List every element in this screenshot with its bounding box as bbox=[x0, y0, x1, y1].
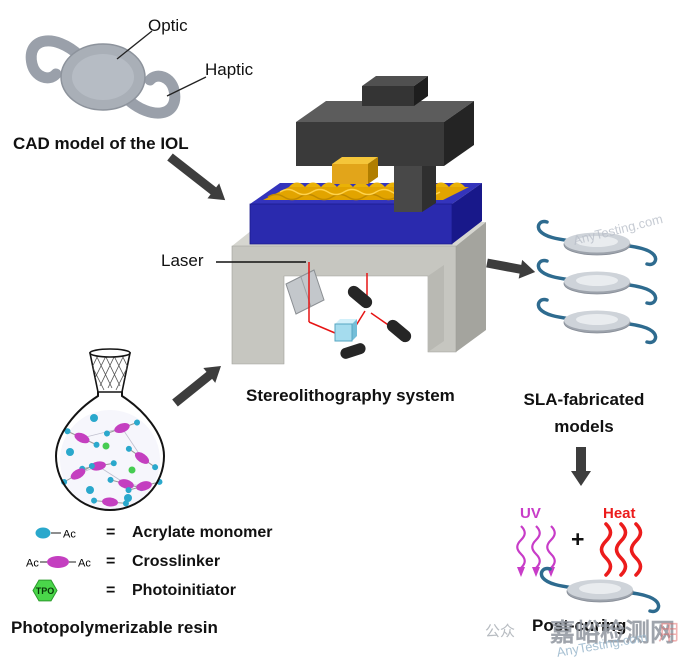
iol-cad-illustration bbox=[25, 30, 207, 119]
legend-row-crosslinker: Ac Ac = Crosslinker bbox=[22, 547, 273, 576]
legend-label-crosslinker: Crosslinker bbox=[132, 552, 221, 570]
printer-table-side bbox=[456, 222, 486, 352]
monomer-ac-text: Ac bbox=[63, 528, 76, 540]
laser-optics bbox=[285, 262, 412, 359]
flask-outline bbox=[54, 353, 166, 511]
uv-arrows bbox=[516, 525, 556, 577]
flask-molecules bbox=[58, 414, 165, 509]
sla-lens-2 bbox=[536, 258, 658, 306]
beam-splitter-cube bbox=[334, 319, 357, 342]
laser-label: Laser bbox=[161, 251, 204, 270]
arrow-models-to-postcure bbox=[571, 447, 591, 486]
laser-emitter-top bbox=[332, 157, 378, 164]
iol-optic-highlight bbox=[72, 54, 134, 100]
legend-equals: = bbox=[106, 552, 116, 570]
iol-haptic-lower bbox=[120, 70, 181, 119]
printer-column-front bbox=[394, 158, 422, 212]
resin-legend: Ac = Acrylate monomer Ac Ac = Crosslinke… bbox=[22, 518, 273, 605]
sla-model-stack bbox=[536, 219, 658, 345]
flask-illustration bbox=[54, 348, 166, 511]
heat-waves bbox=[599, 522, 643, 577]
crosslinker-ac-left: Ac bbox=[26, 557, 39, 569]
flask-mesh-cap bbox=[89, 348, 131, 393]
printer-headbox-side bbox=[414, 76, 428, 106]
laser-emitter-front bbox=[332, 164, 368, 184]
acrylate-monomer-icon: Ac bbox=[22, 525, 106, 541]
stereolithography-caption: Stereolithography system bbox=[246, 386, 455, 405]
laser-emitter-side bbox=[368, 157, 378, 184]
post-curing-caption: Post-curing bbox=[532, 616, 627, 635]
crosslinker-ac-right: Ac bbox=[78, 557, 91, 569]
printer-table-inner-wall bbox=[428, 265, 444, 352]
legend-equals: = bbox=[106, 523, 116, 541]
sla-models-caption: SLA-fabricated models bbox=[498, 386, 670, 440]
printer-headbox-front bbox=[362, 86, 414, 106]
tpo-text: TPO bbox=[36, 586, 55, 596]
iol-haptic-upper bbox=[25, 35, 86, 84]
legend-row-acrylate-monomer: Ac = Acrylate monomer bbox=[22, 518, 273, 547]
legend-label-photoinitiator: Photoinitiator bbox=[132, 581, 236, 599]
process-arrows bbox=[167, 153, 591, 486]
arrow-printer-to-models bbox=[486, 258, 536, 279]
sla-models-caption-line2: models bbox=[554, 417, 614, 436]
plus-sign: + bbox=[571, 526, 585, 552]
optic-label: Optic bbox=[148, 16, 188, 35]
cad-model-caption: CAD model of the IOL bbox=[13, 134, 189, 153]
resin-wave-crest bbox=[289, 182, 469, 187]
photoinitiator-icon: TPO bbox=[22, 577, 106, 604]
galvo-mirror-1 bbox=[347, 285, 373, 309]
arrow-cad-to-printer bbox=[167, 153, 226, 201]
postcure-lens bbox=[539, 566, 661, 614]
fold-mirror bbox=[285, 269, 325, 315]
heat-label: Heat bbox=[603, 505, 636, 522]
crosslinker-icon: Ac Ac bbox=[22, 554, 106, 570]
sla-lens-3 bbox=[536, 297, 658, 345]
sla-lens-1 bbox=[536, 219, 658, 267]
printer-head-top bbox=[296, 101, 474, 122]
galvo-mirror-2 bbox=[386, 319, 412, 343]
arrow-resin-to-printer bbox=[172, 366, 221, 407]
printer-illustration bbox=[216, 76, 486, 365]
optic-pointer-line bbox=[116, 30, 153, 60]
sla-models-caption-line1: SLA-fabricated bbox=[523, 390, 645, 409]
uv-label: UV bbox=[520, 505, 541, 522]
legend-label-monomer: Acrylate monomer bbox=[132, 523, 273, 541]
printer-headbox-top bbox=[362, 76, 428, 86]
legend-row-photoinitiator: TPO = Photoinitiator bbox=[22, 576, 273, 605]
resin-caption: Photopolymerizable resin bbox=[11, 618, 218, 637]
printer-head-side bbox=[444, 101, 474, 166]
printer-head-front bbox=[296, 122, 444, 166]
haptic-pointer-line bbox=[166, 76, 207, 97]
vat-side bbox=[452, 183, 482, 244]
legend-equals: = bbox=[106, 581, 116, 599]
galvo-mirror-3 bbox=[340, 343, 366, 359]
printer-table-front bbox=[231, 245, 457, 365]
haptic-label: Haptic bbox=[205, 60, 254, 79]
